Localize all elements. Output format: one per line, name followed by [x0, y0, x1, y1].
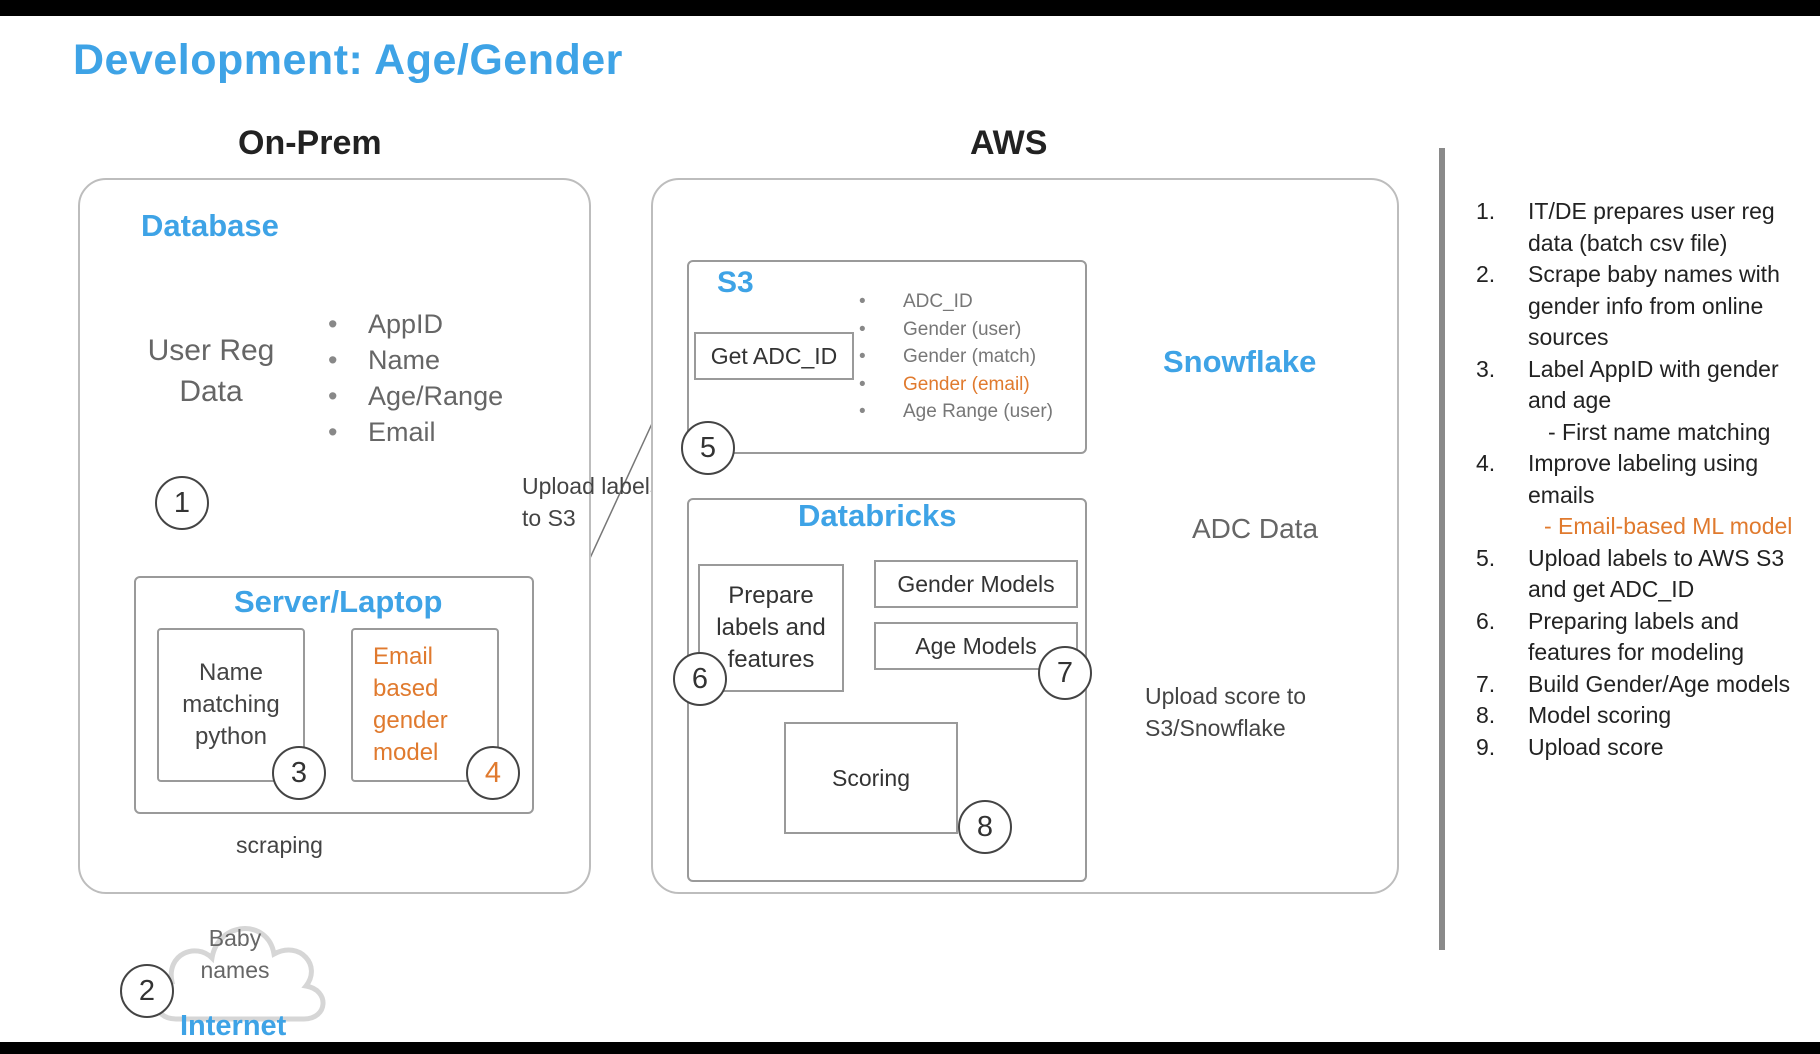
- s3-field: Age Range (user): [859, 398, 1053, 426]
- onprem-heading: On-Prem: [238, 124, 382, 162]
- step-item: 1.IT/DE prepares user reg data (batch cs…: [1476, 198, 1775, 256]
- page-title: Development: Age/Gender: [73, 36, 623, 84]
- upload-score-text: Upload score to S3/Snowflake: [1145, 683, 1307, 741]
- step-badge-5: 5: [681, 421, 735, 475]
- db-field-list: AppID Name Age/Range Email: [328, 306, 503, 450]
- get-adc-id-box: Get ADC_ID: [694, 332, 854, 380]
- step-item: 2.Scrape baby names with gender info fro…: [1476, 261, 1780, 350]
- db-field: Email: [328, 414, 503, 450]
- step-subitem: - First name matching: [1548, 418, 1771, 445]
- cloud-label: Baby names: [185, 922, 285, 986]
- step-item: 8.Model scoring: [1476, 702, 1672, 728]
- db-field: AppID: [328, 306, 503, 342]
- cloud-label-text: Baby names: [200, 925, 270, 983]
- step-item: 6.Preparing labels and features for mode…: [1476, 607, 1745, 666]
- name-matching-label: Name matching python: [182, 659, 280, 750]
- adc-data-label: ADC Data: [1191, 513, 1319, 544]
- step-badge-2: 2: [120, 964, 174, 1018]
- steps-list: 1.IT/DE prepares user reg data (batch cs…: [1476, 196, 1816, 763]
- scraping-label: scraping: [236, 832, 323, 858]
- email-model-label: Email based gender model: [373, 643, 448, 766]
- s3-field: Gender (match): [859, 343, 1053, 371]
- s3-field: ADC_ID: [859, 288, 1053, 316]
- aws-heading: AWS: [970, 124, 1048, 162]
- db-field: Name: [328, 342, 503, 378]
- db-label-line2: Data: [179, 375, 243, 408]
- step-badge-7: 7: [1038, 646, 1092, 700]
- upload-labels-text: Upload labels to S3: [522, 473, 662, 531]
- step-item: 9.Upload score: [1476, 733, 1664, 760]
- step-item: 7.Build Gender/Age models: [1476, 670, 1791, 697]
- internet-label: Internet: [180, 1010, 287, 1042]
- step-badge-1: 1: [155, 476, 209, 530]
- scoring-box: Scoring: [784, 722, 958, 834]
- s3-field-highlight: Gender (email): [859, 371, 1053, 399]
- databricks-heading: Databricks: [798, 498, 957, 533]
- step-badge-6: 6: [673, 652, 727, 706]
- step-badge-8: 8: [958, 800, 1012, 854]
- s3-field: Gender (user): [859, 316, 1053, 344]
- slide: Development: Age/Gender On-Prem AWS Data…: [0, 16, 1820, 1042]
- s3-box: [687, 260, 1087, 454]
- db-label: User Reg Data: [127, 330, 295, 412]
- server-heading: Server/Laptop: [234, 584, 443, 619]
- prepare-box: Prepare labels and features: [698, 564, 844, 692]
- step-badge-3: 3: [272, 746, 326, 800]
- step-badge-4: 4: [466, 746, 520, 800]
- db-field: Age/Range: [328, 378, 503, 414]
- db-label-line1: User Reg: [147, 334, 275, 367]
- prepare-label: Prepare labels and features: [716, 582, 826, 673]
- age-models-box: Age Models: [874, 622, 1078, 670]
- server-box: [134, 576, 534, 814]
- step-item: 3.Label AppID with gender and age: [1476, 355, 1779, 414]
- snowflake-heading: Snowflake: [1163, 344, 1317, 379]
- s3-field-list: ADC_ID Gender (user) Gender (match) Gend…: [859, 288, 1053, 426]
- s3-heading: S3: [717, 266, 754, 299]
- step-item: 5.Upload labels to AWS S3 and get ADC_ID: [1476, 544, 1785, 603]
- database-heading: Database: [141, 208, 279, 243]
- step-item: 4.Improve labeling using emails: [1476, 450, 1759, 508]
- gender-models-box: Gender Models: [874, 560, 1078, 608]
- step-subitem-highlight: - Email-based ML model: [1544, 513, 1793, 539]
